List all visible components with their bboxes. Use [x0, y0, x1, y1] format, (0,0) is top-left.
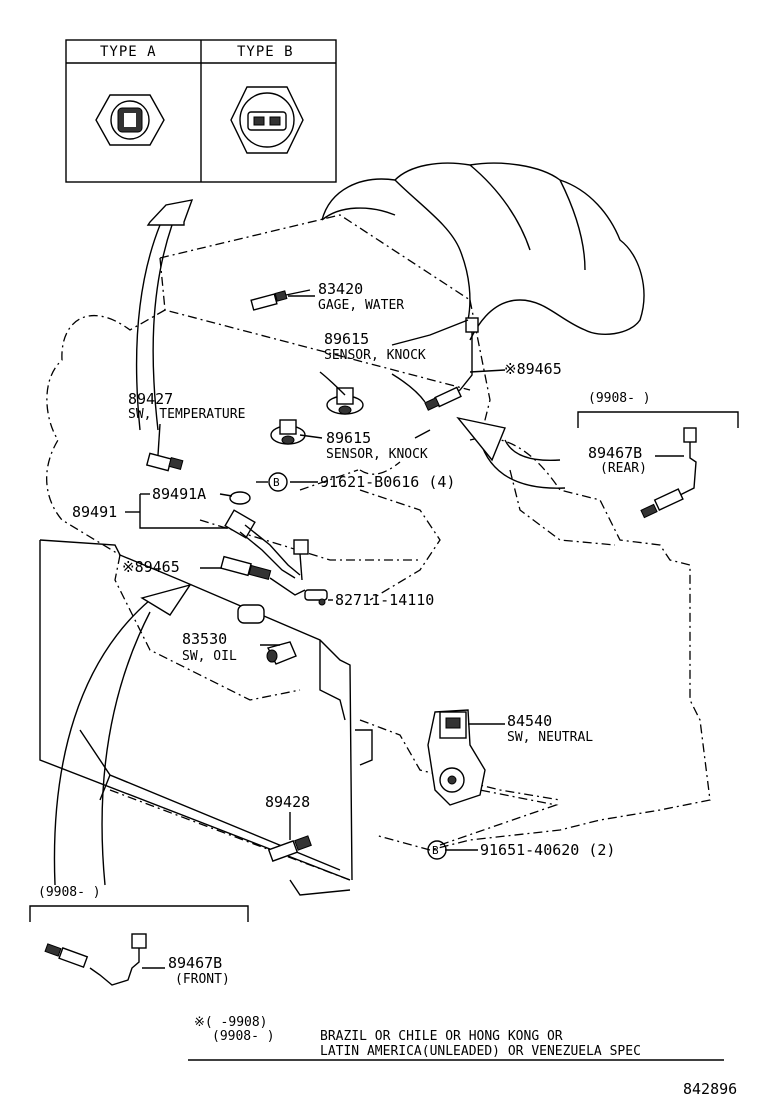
part-number-91651: 91651-40620 (2): [480, 841, 616, 859]
bolt-marker-91621: B: [273, 476, 280, 489]
part-number-89467b-front: 89467B: [168, 954, 223, 972]
footnote-line2: (9908- ): [212, 1029, 275, 1044]
footnote-line1: ※( -9908): [194, 1015, 268, 1030]
part-number-83420: 83420: [318, 280, 364, 298]
part-number-89615-lower: 89615: [326, 429, 372, 447]
oxygen-sensor-lower-icon: [220, 555, 306, 596]
temp-sender-89428-icon: [267, 835, 312, 862]
part-number-89465-lower: ※89465: [122, 558, 180, 576]
leader-lines: [125, 295, 684, 969]
part-number-89465-upper: ※89465: [504, 360, 562, 378]
oil-switch-icon: [237, 604, 297, 665]
rear-period-bracket: [577, 411, 739, 428]
part-desc-83420: GAGE, WATER: [318, 298, 405, 313]
part-desc-89615-upper: SENSOR, KNOCK: [324, 348, 426, 363]
part-number-84540: 84540: [507, 712, 553, 730]
knock-sensor-upper-icon: [326, 387, 364, 415]
footnote-text1: BRAZIL OR CHILE OR HONG KONG OR: [320, 1029, 563, 1044]
front-period-bracket: [29, 905, 249, 922]
part-desc-89615-lower: SENSOR, KNOCK: [326, 447, 428, 462]
part-number-82711: 82711-14110: [335, 591, 435, 609]
oxygen-sensor-upper-icon: [424, 317, 479, 411]
part-number-89491: 89491: [72, 503, 118, 521]
arrow-to-type-box: [135, 199, 194, 431]
part-desc-84540: SW, NEUTRAL: [507, 730, 594, 745]
part-number-89615-upper: 89615: [324, 330, 370, 348]
part-number-89467b-rear: 89467B: [588, 444, 643, 462]
temperature-switch-icon: [145, 452, 184, 472]
arrow-rear-sensor: [456, 416, 566, 489]
arrow-front-sensor: [53, 583, 192, 886]
transmission-outline: [359, 437, 711, 851]
part-desc-83530: SW, OIL: [182, 649, 237, 664]
type-a-connector-icon: [95, 94, 165, 146]
part-number-89427: 89427: [128, 390, 174, 408]
part-desc-89467b-rear: (REAR): [600, 461, 647, 476]
intake-manifold: [321, 162, 645, 341]
engine-block-outline: [46, 214, 491, 701]
part-desc-89427: SW, TEMPERATURE: [128, 407, 246, 422]
part-desc-89467b-front: (FRONT): [175, 972, 230, 987]
knock-sensor-lower-icon: [270, 419, 306, 445]
type-a-header: TYPE A: [100, 44, 157, 60]
rear-oxygen-sensor-icon: [640, 427, 697, 519]
part-number-83530: 83530: [182, 630, 228, 648]
front-oxygen-sensor-icon: [44, 933, 147, 986]
part-number-89428: 89428: [265, 793, 311, 811]
bolt-marker-91651: B: [432, 844, 439, 857]
figure-id: 842896: [683, 1080, 738, 1098]
part-number-91621: 91621-B0616 (4): [320, 473, 456, 491]
sensor-harness-icon: [224, 491, 309, 581]
wire-clamp-icon: [304, 589, 328, 606]
water-gage-sensor-icon: [250, 289, 311, 311]
footnote-text2: LATIN AMERICA(UNLEADED) OR VENEZUELA SPE…: [320, 1044, 641, 1059]
part-number-89491a: 89491A: [152, 485, 207, 503]
type-b-header: TYPE B: [237, 44, 294, 60]
front-period-label: (9908- ): [38, 885, 101, 900]
rear-period-label: (9908- ): [588, 391, 651, 406]
bolt-marker-circles: [268, 472, 447, 860]
type-box-frame: [65, 39, 337, 183]
neutral-switch-icon: [427, 709, 486, 806]
type-b-connector-icon: [230, 86, 304, 154]
